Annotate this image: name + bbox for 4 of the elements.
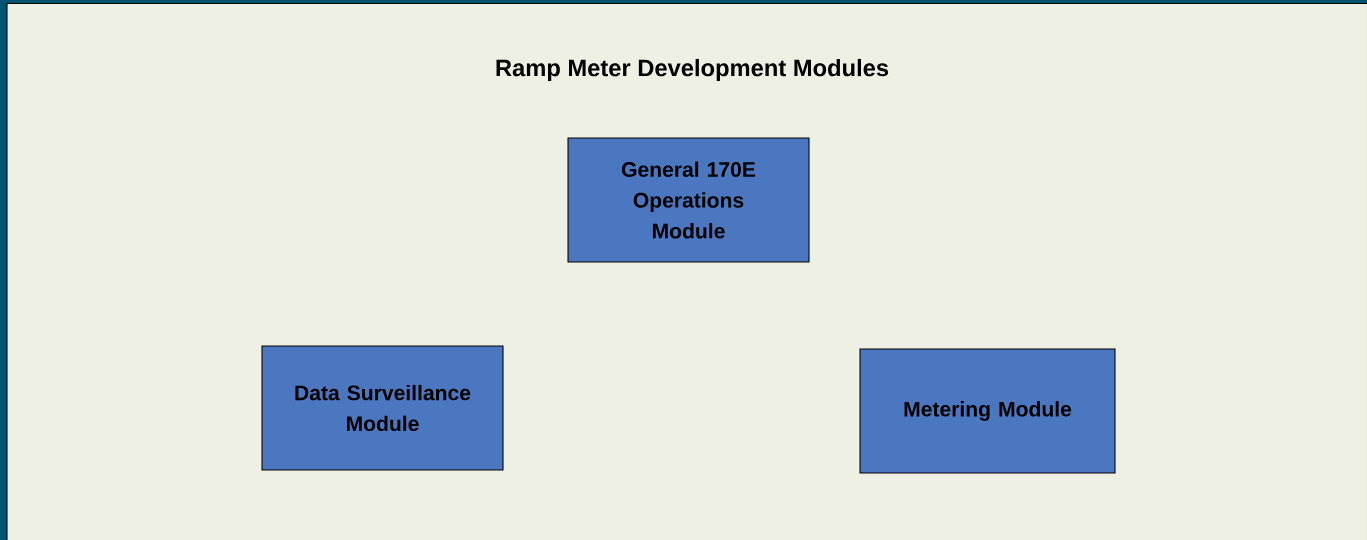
title: Ramp Meter Development Modules: [496, 58, 889, 82]
module-box: Data Surveillance Module: [261, 345, 504, 471]
module-box: Metering Module: [859, 348, 1116, 474]
module-box: General 170E Operations Module: [567, 137, 810, 263]
